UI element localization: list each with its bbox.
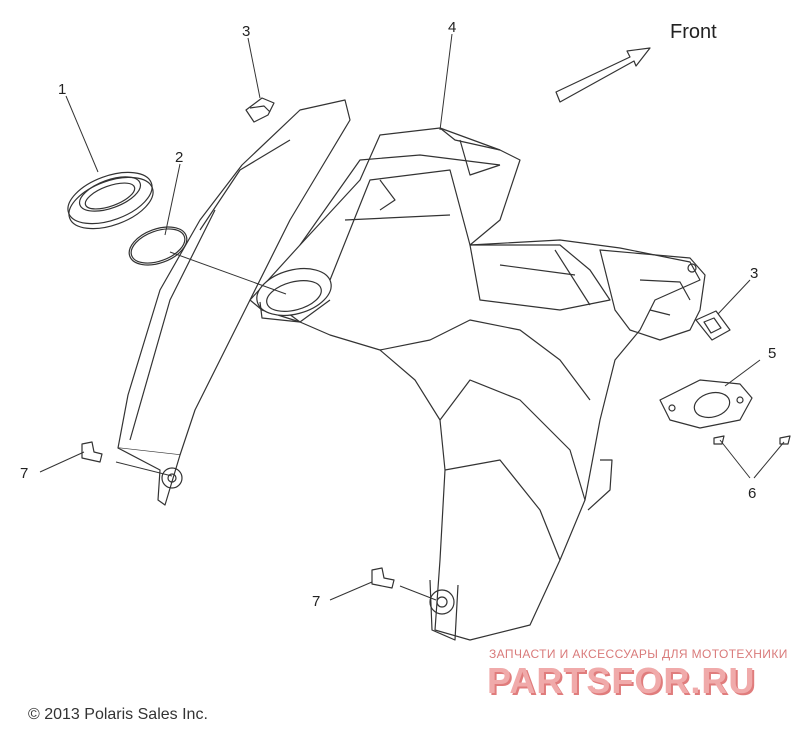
front-label: Front bbox=[670, 21, 717, 43]
bezel-ring-part bbox=[67, 171, 154, 230]
fairing-body bbox=[117, 99, 706, 641]
o-ring-part bbox=[128, 226, 188, 266]
mount-hole-bottom bbox=[429, 589, 455, 615]
callout-7-bottom: 7 bbox=[312, 593, 320, 610]
callout-5: 5 bbox=[768, 345, 776, 362]
callout-2: 2 bbox=[175, 149, 183, 166]
mount-hole-left bbox=[161, 467, 183, 489]
push-pin-part-bottom bbox=[371, 567, 395, 589]
callout-1: 1 bbox=[58, 81, 66, 98]
callout-3-top: 3 bbox=[242, 23, 250, 40]
watermark-logo: PARTSFOR.RU bbox=[487, 660, 756, 701]
callout-3-right: 3 bbox=[750, 265, 758, 282]
copyright-text: © 2013 Polaris Sales Inc. bbox=[28, 706, 208, 723]
push-pin-part-left bbox=[81, 441, 103, 463]
clip-part-top bbox=[245, 97, 275, 123]
square-nut-part bbox=[695, 310, 731, 341]
front-arrow-icon bbox=[555, 47, 651, 103]
filler-opening bbox=[256, 267, 332, 323]
watermark-tagline: ЗАПЧАСТИ И АКСЕССУАРЫ ДЛЯ МОТОТЕХНИКИ bbox=[489, 647, 788, 661]
callout-7-left: 7 bbox=[20, 465, 28, 482]
screw-part-6b bbox=[779, 435, 791, 445]
callout-6: 6 bbox=[748, 485, 756, 502]
gasket-plate-part bbox=[659, 379, 753, 429]
leader-lines bbox=[39, 33, 785, 601]
callout-4: 4 bbox=[448, 19, 456, 36]
